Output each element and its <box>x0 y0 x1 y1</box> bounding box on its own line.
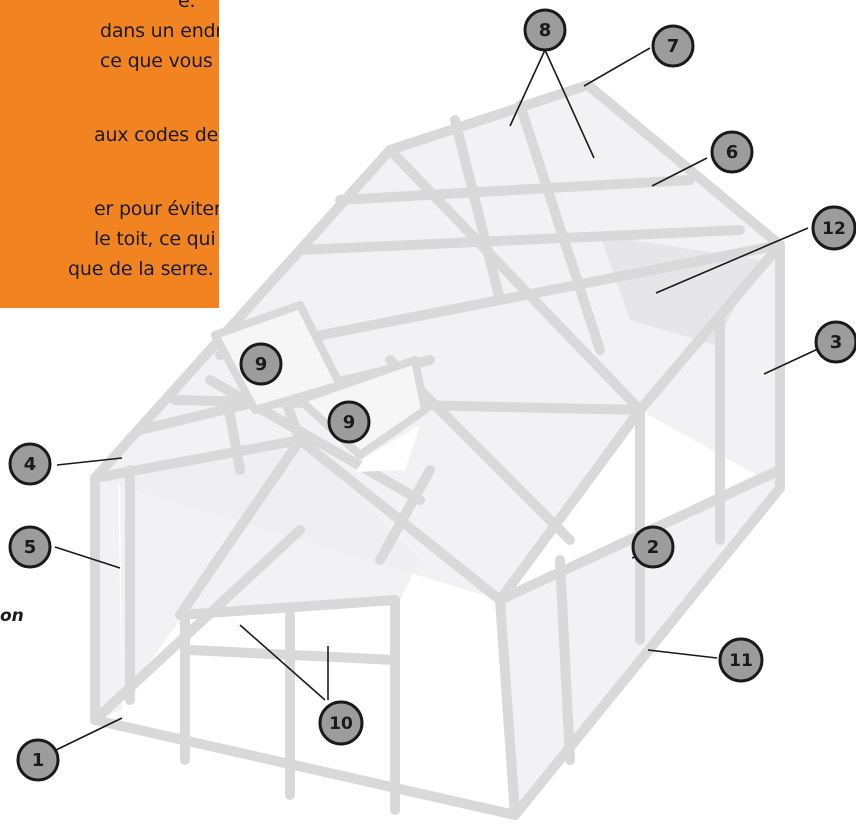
frame-bar <box>175 435 305 620</box>
callout-circle <box>631 525 675 569</box>
callout-4: 4 <box>8 442 52 486</box>
callout-circle <box>327 400 371 444</box>
leader-line <box>54 546 121 569</box>
frame-bar <box>555 555 575 765</box>
callout-circle <box>523 8 567 52</box>
orange-note-box: e. dans un endroit ce que vous aux codes… <box>0 0 219 308</box>
callout-number: 12 <box>822 219 846 239</box>
frame-bar <box>385 80 593 155</box>
callout-9b: 9 <box>327 400 371 444</box>
callout-10: 10 <box>318 700 364 746</box>
callout-11: 11 <box>718 637 764 683</box>
leader-line <box>55 717 123 751</box>
callout-number: 8 <box>539 20 552 41</box>
leader-line <box>655 227 809 294</box>
frame-bar <box>495 405 645 605</box>
leader-line <box>239 624 326 701</box>
callout-12: 12 <box>811 205 856 251</box>
note-line: e. <box>178 0 196 12</box>
callout-circle <box>318 700 364 746</box>
note-line: que de la serre. <box>68 258 214 280</box>
callout-number: 2 <box>647 537 660 558</box>
note-line: er pour éviter <box>94 198 219 220</box>
callout-number: 9 <box>343 412 356 433</box>
callout-number: 4 <box>24 454 37 475</box>
note-line: ce que vous <box>100 50 213 72</box>
frame-bar <box>583 80 785 250</box>
leader-line <box>56 457 123 466</box>
callout-badges: 1 2 3 4 5 6 7 8 <box>8 8 856 782</box>
callout-number: 9 <box>255 354 268 375</box>
callout-number: 5 <box>24 537 37 558</box>
callout-number: 7 <box>667 36 680 57</box>
note-line: dans un endroit <box>100 20 219 42</box>
frame-bar <box>205 375 425 505</box>
callout-circle <box>8 442 52 486</box>
frame-bar <box>185 645 400 665</box>
callout-number: 3 <box>830 332 843 353</box>
callout-circle <box>651 24 695 68</box>
frame-bar <box>90 715 520 820</box>
callout-5: 5 <box>8 525 52 569</box>
frame-bar <box>90 525 305 725</box>
callout-circle <box>718 637 764 683</box>
leader-line <box>651 157 708 187</box>
side-wall-panel <box>640 245 780 488</box>
vent-opening <box>355 425 420 472</box>
side-text-fragment: on <box>0 606 24 626</box>
callout-circle <box>16 738 60 782</box>
callout-3: 3 <box>814 320 856 364</box>
callout-number: 10 <box>329 714 353 734</box>
callout-number: 1 <box>32 750 45 771</box>
callout-6: 6 <box>710 130 754 174</box>
callout-circle <box>710 130 754 174</box>
callout-9a: 9 <box>239 342 283 386</box>
callout-2: 2 <box>631 525 675 569</box>
frame-bar <box>495 595 520 820</box>
frame-bar <box>510 483 785 820</box>
frame-bar <box>635 240 785 415</box>
frame-bar <box>295 225 745 255</box>
callout-1: 1 <box>16 738 60 782</box>
note-line: le toit, ce qui <box>94 228 216 250</box>
frame-bar <box>225 410 245 475</box>
left-end-wall-panel <box>95 470 122 720</box>
callout-circle <box>8 525 52 569</box>
leader-line <box>583 47 651 87</box>
callout-number: 11 <box>729 651 753 671</box>
note-line: aux codes de <box>94 124 219 146</box>
callout-number: 6 <box>726 142 739 163</box>
frame-bar <box>515 100 605 355</box>
frame-bar <box>450 115 505 305</box>
leader-line <box>763 347 821 375</box>
callout-circle <box>814 320 856 364</box>
leader-line <box>544 49 595 159</box>
frame-bar <box>335 175 695 205</box>
callout-8: 8 <box>523 8 567 52</box>
leader-line <box>647 649 718 659</box>
callout-circle <box>239 342 283 386</box>
frame-bar <box>175 595 400 620</box>
callout-circle <box>811 205 856 251</box>
callout-7: 7 <box>651 24 695 68</box>
frame-bar <box>375 465 435 565</box>
leader-line <box>509 49 546 127</box>
